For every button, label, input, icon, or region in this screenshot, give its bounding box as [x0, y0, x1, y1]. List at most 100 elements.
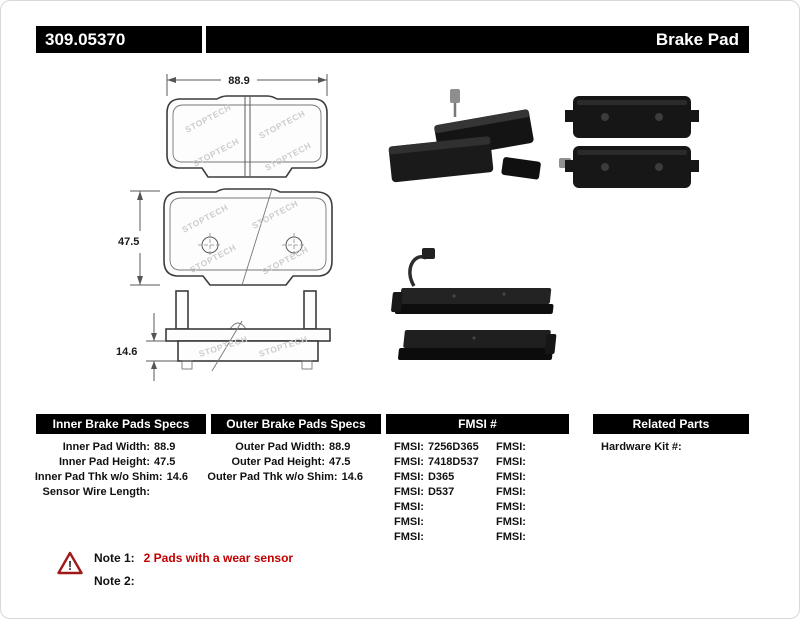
inner-pad-height-row: Inner Pad Height: 47.5 — [36, 455, 188, 470]
fmsi-label: FMSI: — [496, 456, 526, 468]
height-dimension-label: 47.5 — [118, 236, 139, 248]
fmsi-label: FMSI: — [496, 441, 526, 453]
note-1-text: 2 Pads with a wear sensor — [143, 551, 294, 565]
front-pad — [388, 136, 494, 183]
upper-pad-profile — [391, 288, 554, 314]
fmsi-label: FMSI: — [496, 501, 526, 513]
note-2-label: Note 2: — [94, 574, 135, 588]
fmsi-row: FMSI: — [394, 530, 496, 545]
spec-value: 47.5 — [154, 456, 176, 468]
fmsi-row: FMSI: — [496, 515, 571, 530]
fmsi-row: FMSI: D365 — [394, 470, 496, 485]
fmsi-column-2: FMSI: FMSI: FMSI: FMSI: FMSI: FMSI: — [496, 440, 571, 545]
fmsi-value: 7418D537 — [427, 456, 479, 468]
part-number: 309.05370 — [45, 30, 126, 49]
spec-label: Outer Pad Thk w/o Shim: — [207, 471, 338, 483]
drawing-pad-front-view: 88.9 STOPTECH STOPTECH STOPTECH STOPTECH — [166, 74, 328, 178]
fmsi-label: FMSI: — [394, 471, 424, 483]
inner-specs-list: Inner Pad Width: 88.9 Inner Pad Height: … — [34, 440, 188, 500]
fmsi-label: FMSI: — [394, 516, 424, 528]
hardware-clip — [501, 157, 541, 180]
spec-label: Inner Pad Height: — [58, 456, 150, 468]
pad-full-outline: STOPTECH STOPTECH STOPTECH STOPTECH — [163, 188, 333, 286]
note-1-label: Note 1: — [94, 551, 135, 565]
wear-sensor-wire-icon — [408, 248, 435, 287]
fmsi-row: FMSI: — [496, 530, 571, 545]
fmsi-row: FMSI: — [496, 485, 571, 500]
fmsi-row: FMSI: 7418D537 — [394, 455, 496, 470]
fmsi-row: FMSI: — [496, 500, 571, 515]
outer-pad-width-row: Outer Pad Width: 88.9 — [211, 440, 363, 455]
fmsi-label: FMSI: — [496, 516, 526, 528]
fmsi-label: FMSI: — [496, 531, 526, 543]
product-type-bar: Brake Pad — [206, 26, 749, 53]
fmsi-row: FMSI: — [496, 455, 571, 470]
spec-label: Sensor Wire Length: — [42, 486, 150, 498]
svg-text:!: ! — [68, 558, 72, 573]
spec-label: Inner Pad Thk w/o Shim: — [34, 471, 163, 483]
spec-label: Outer Pad Width: — [235, 441, 325, 453]
width-dimension: 88.9 — [166, 74, 328, 96]
sensor-wire-length-row: Sensor Wire Length: — [36, 485, 188, 500]
note-2: Note 2: — [94, 573, 293, 590]
pad-front-outline: STOPTECH STOPTECH STOPTECH STOPTECH — [166, 95, 328, 178]
spec-label: Outer Pad Height: — [231, 456, 325, 468]
hardware-kit-row: Hardware Kit #: — [601, 440, 749, 455]
notes-section: Note 1: 2 Pads with a wear sensor Note 2: — [94, 550, 293, 590]
drawing-pad-edge-view: 14.6 STOPTECH STOPTECH — [116, 290, 331, 381]
fmsi-value: D537 — [427, 486, 455, 498]
backing-plate-top — [565, 96, 699, 138]
fmsi-row: FMSI: — [394, 500, 496, 515]
inner-specs-header: Inner Brake Pads Specs — [36, 414, 206, 434]
fmsi-label: FMSI: — [394, 501, 424, 513]
thickness-dimension-label: 14.6 — [116, 346, 137, 358]
photo-backing-plates — [559, 96, 699, 188]
backing-plate-bottom — [559, 146, 699, 188]
height-dimension: 47.5 — [118, 190, 160, 286]
spec-value: 14.6 — [341, 471, 363, 483]
fmsi-list: FMSI: 7256D365 FMSI: 7418D537 FMSI: D365… — [394, 440, 574, 545]
part-number-bar: 309.05370 — [36, 26, 202, 53]
inner-pad-thickness-row: Inner Pad Thk w/o Shim: 14.6 — [34, 470, 188, 485]
spec-value: 14.6 — [166, 471, 188, 483]
lower-pad-profile — [398, 330, 557, 360]
outer-pad-height-row: Outer Pad Height: 47.5 — [211, 455, 363, 470]
fmsi-value: D365 — [427, 471, 455, 483]
fmsi-row: FMSI: 7256D365 — [394, 440, 496, 455]
spec-value — [154, 485, 188, 500]
inner-pad-width-row: Inner Pad Width: 88.9 — [36, 440, 188, 455]
photo-pad-set-angled — [388, 89, 541, 183]
pad-edge-outline: STOPTECH STOPTECH — [165, 290, 331, 372]
related-parts-header: Related Parts — [593, 414, 749, 434]
warning-icon: ! — [57, 551, 83, 575]
photo-pads-profile — [391, 248, 557, 360]
note-1: Note 1: 2 Pads with a wear sensor — [94, 550, 293, 567]
spec-value: 47.5 — [329, 456, 351, 468]
fmsi-label: FMSI: — [496, 471, 526, 483]
fmsi-row: FMSI: — [496, 440, 571, 455]
fmsi-row: FMSI: — [496, 470, 571, 485]
hardware-kit-label: Hardware Kit #: — [601, 441, 682, 453]
fmsi-label: FMSI: — [394, 531, 424, 543]
fmsi-label: FMSI: — [394, 456, 424, 468]
spec-value: 88.9 — [154, 441, 176, 453]
fmsi-label: FMSI: — [394, 441, 424, 453]
spec-value: 88.9 — [329, 441, 351, 453]
spec-label: Inner Pad Width: — [62, 441, 150, 453]
drawing-pad-full-view: 47.5 STOPTECH STOPTECH STOPTECH STOPTECH — [118, 188, 333, 286]
fmsi-header: FMSI # — [386, 414, 569, 434]
fmsi-label: FMSI: — [394, 486, 424, 498]
width-dimension-label: 88.9 — [228, 75, 249, 87]
thickness-dimension: 14.6 — [116, 313, 178, 381]
fmsi-row: FMSI: — [394, 515, 496, 530]
related-parts-list: Hardware Kit #: — [601, 440, 749, 455]
fmsi-value: 7256D365 — [427, 441, 479, 453]
fmsi-row: FMSI: D537 — [394, 485, 496, 500]
outer-pad-thickness-row: Outer Pad Thk w/o Shim: 14.6 — [207, 470, 363, 485]
product-type-title: Brake Pad — [655, 30, 739, 49]
wear-sensor-icon — [450, 89, 460, 117]
outer-specs-list: Outer Pad Width: 88.9 Outer Pad Height: … — [207, 440, 363, 485]
fmsi-label: FMSI: — [496, 486, 526, 498]
outer-specs-header: Outer Brake Pads Specs — [211, 414, 381, 434]
